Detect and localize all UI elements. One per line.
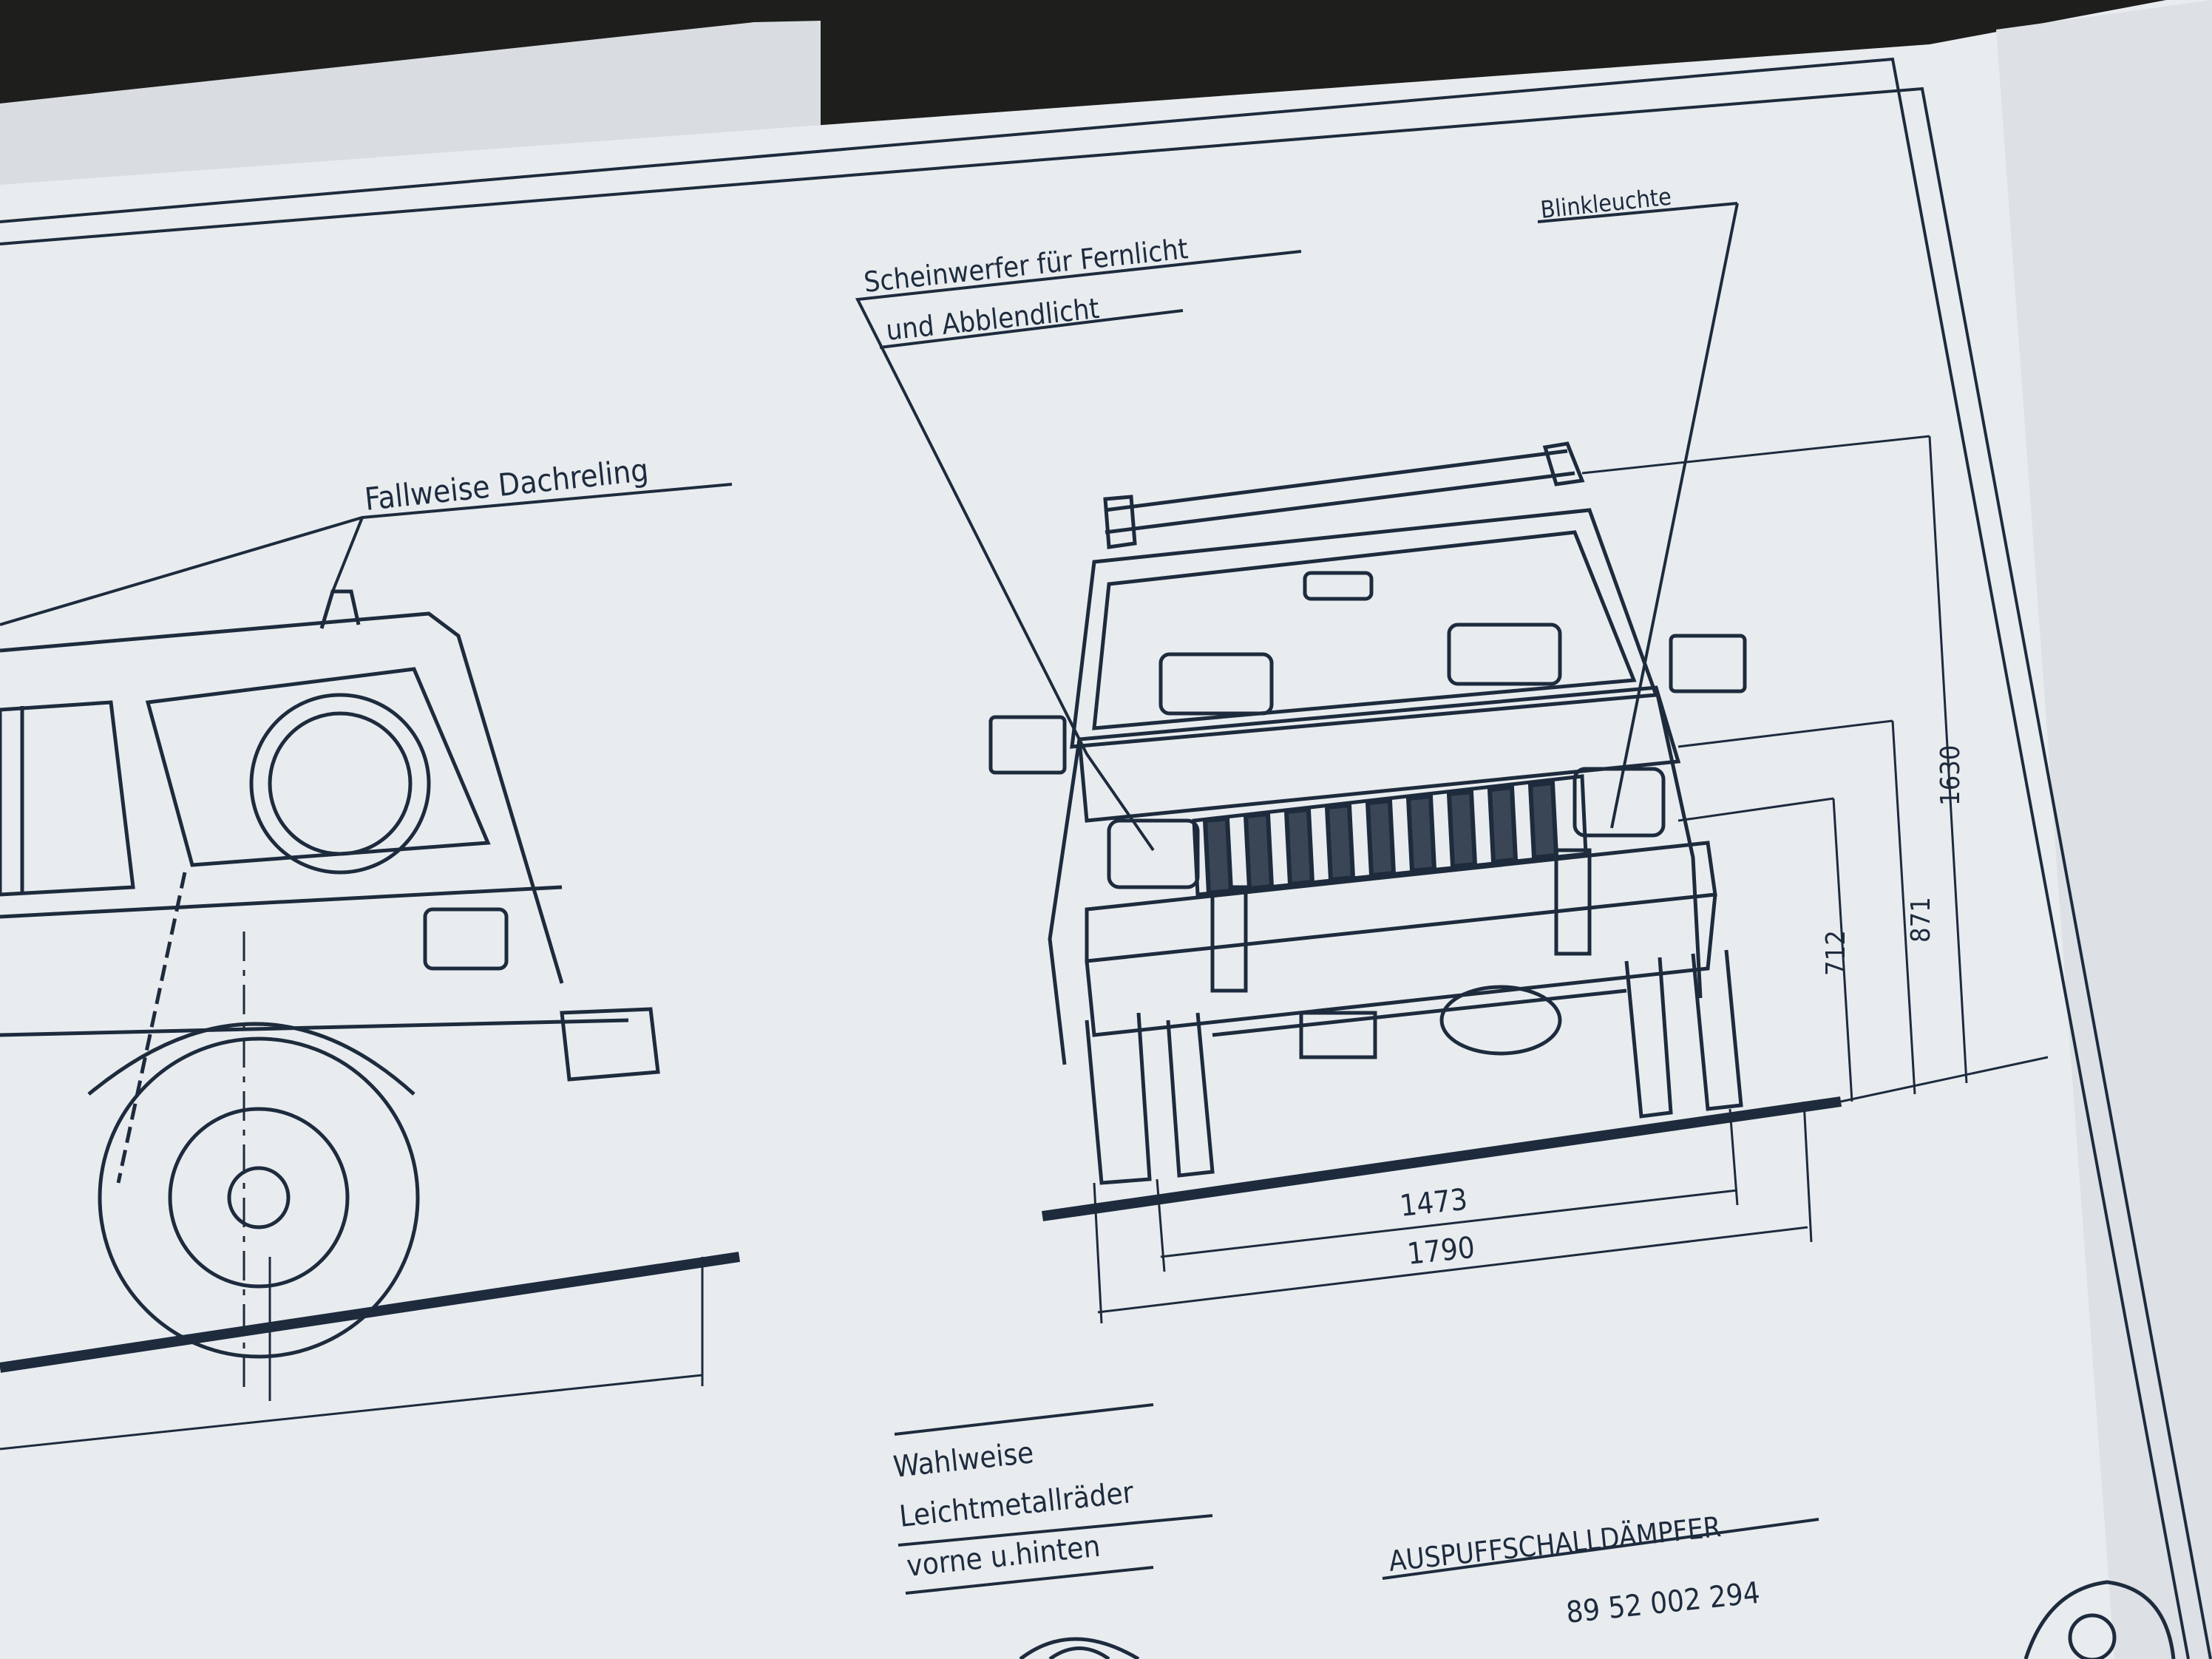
dimension-height-871: 871 (1906, 897, 1936, 943)
side-view-drawing (0, 589, 660, 1390)
dimension-overall-width: 1790 (1405, 1231, 1476, 1272)
front-view-drawing (988, 441, 1747, 1185)
dimension-height-712: 712 (1821, 930, 1851, 976)
leader-lines (0, 202, 1819, 1595)
paper-shade (1996, 0, 2212, 1659)
bottom-wheel-fragments (1019, 1580, 2176, 1659)
grille-slats (1202, 780, 1559, 896)
side-view-ground (0, 1252, 741, 1451)
dimension-total-height: 1630 (1936, 745, 1966, 806)
drawing-frame (0, 57, 2212, 1659)
dimension-track-width: 1473 (1398, 1183, 1469, 1224)
front-view-dimension-lines (1042, 435, 2049, 1324)
